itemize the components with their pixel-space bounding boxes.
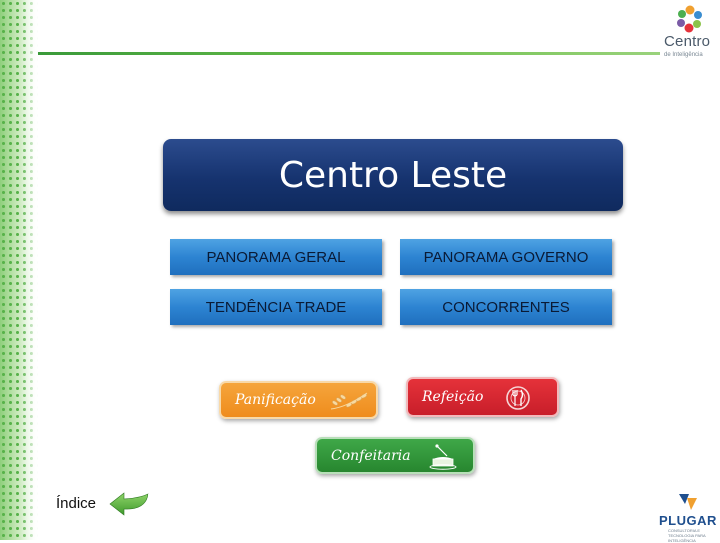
confeitaria-button[interactable]: Confeitaria <box>315 437 475 474</box>
confeitaria-label: Confeitaria <box>331 447 411 464</box>
left-dotted-strip <box>0 0 38 540</box>
panorama-governo-button[interactable]: PANORAMA GOVERNO <box>400 239 612 275</box>
refeicao-button[interactable]: Refeição <box>406 377 559 417</box>
plugar-tagline: CONSULTORIA E TECNOLOGIA PARA INTELIGÊNC… <box>668 528 706 543</box>
logo-subtitle: de Inteligência <box>664 52 703 58</box>
flower-logo-icon <box>677 5 702 33</box>
panorama-geral-button[interactable]: PANORAMA GERAL <box>170 239 382 275</box>
plugar-wordmark: PLUGAR <box>659 513 717 528</box>
indice-label: Índice <box>56 495 97 512</box>
page-title: Centro Leste <box>278 154 508 196</box>
refeicao-label: Refeição <box>422 389 484 405</box>
plugar-logo-icon <box>679 494 697 510</box>
panificacao-button[interactable]: Panificação <box>219 381 378 419</box>
cake-icon <box>429 444 457 470</box>
top-rule <box>38 52 660 55</box>
logo-wordmark: Centro <box>664 33 711 50</box>
back-arrow-icon[interactable] <box>108 490 152 518</box>
concorrentes-button[interactable]: CONCORRENTES <box>400 289 612 325</box>
wheat-icon <box>330 392 368 410</box>
panificacao-label: Panificação <box>235 392 316 408</box>
tendencia-trade-button[interactable]: TENDÊNCIA TRADE <box>170 289 382 325</box>
title-banner: Centro Leste <box>163 139 623 211</box>
fork-knife-plate-icon <box>506 386 530 410</box>
